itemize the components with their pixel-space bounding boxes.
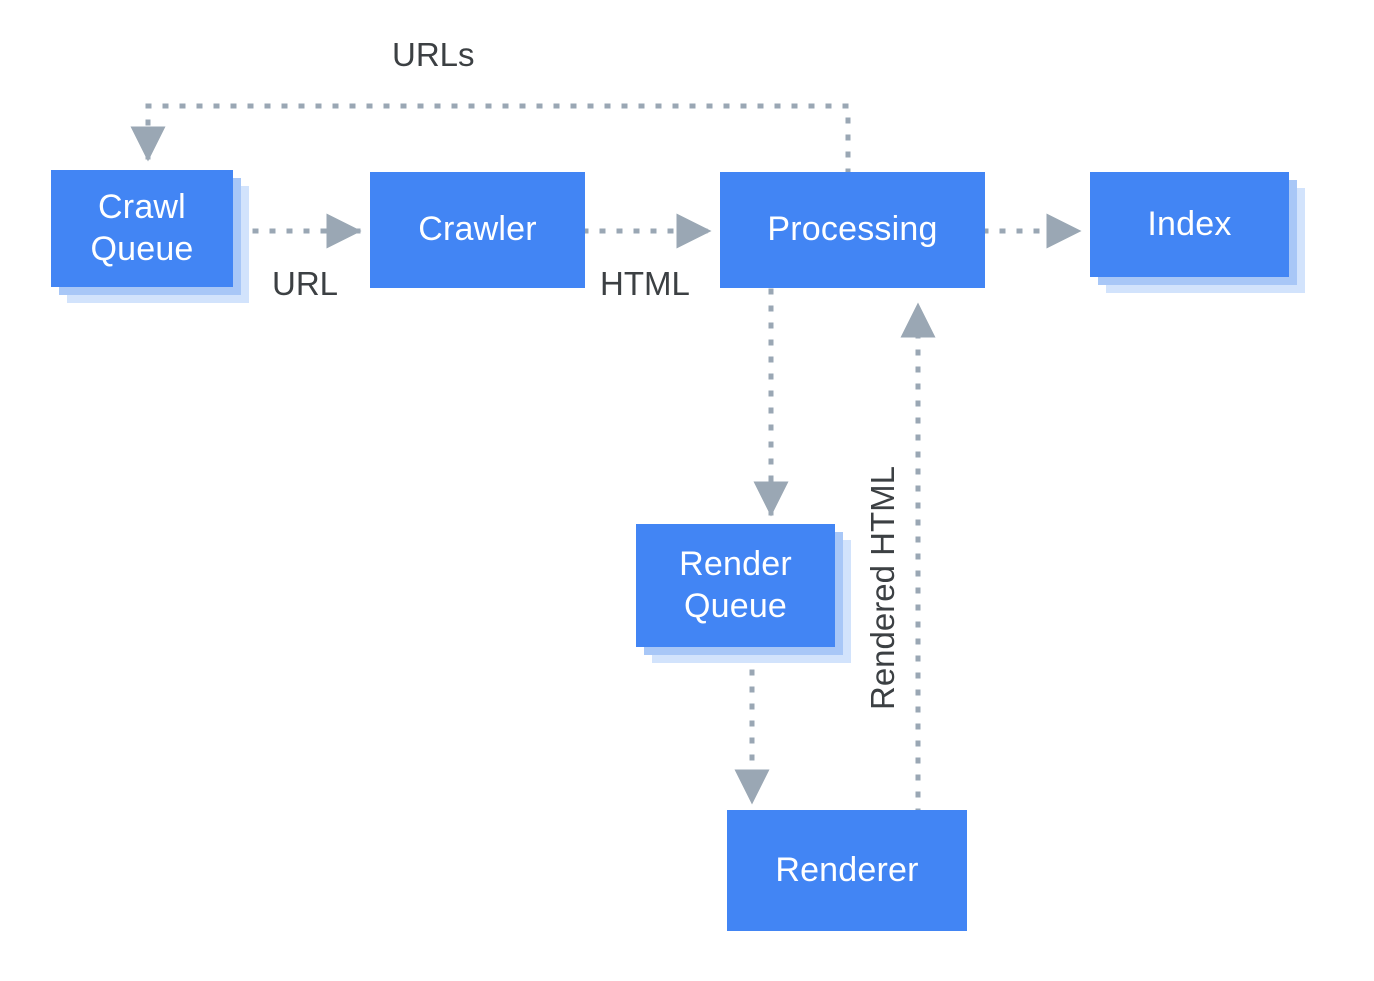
node-crawler[interactable]: Crawler <box>370 172 585 288</box>
edge-processing-to-crawlqueue-urls <box>130 103 851 175</box>
node-render-queue-line1: Render <box>679 545 792 584</box>
node-renderer[interactable]: Renderer <box>727 810 967 931</box>
node-processing[interactable]: Processing <box>720 172 985 288</box>
node-render-queue-label: Render Queue <box>679 544 792 627</box>
node-renderer-label: Renderer <box>775 850 919 889</box>
node-index-label: Index <box>1147 204 1232 243</box>
node-render-queue[interactable]: Render Queue <box>636 524 835 647</box>
edge-label-html: HTML <box>600 265 690 302</box>
node-processing-label: Processing <box>767 210 938 249</box>
node-crawl-queue-line2: Queue <box>90 229 194 268</box>
edge-label-url: URL <box>272 265 339 302</box>
node-render-queue-line2: Queue <box>683 586 788 625</box>
edge-label-urls: URLs <box>392 36 475 73</box>
node-index[interactable]: Index <box>1090 172 1289 277</box>
node-crawl-queue-line1: Crawl <box>98 188 186 227</box>
edge-label-rendered-html: Rendered HTML <box>864 466 901 710</box>
node-crawl-queue[interactable]: Crawl Queue <box>51 170 233 287</box>
node-crawl-queue-label: Crawl Queue <box>90 187 193 270</box>
node-crawler-label: Crawler <box>418 210 537 249</box>
